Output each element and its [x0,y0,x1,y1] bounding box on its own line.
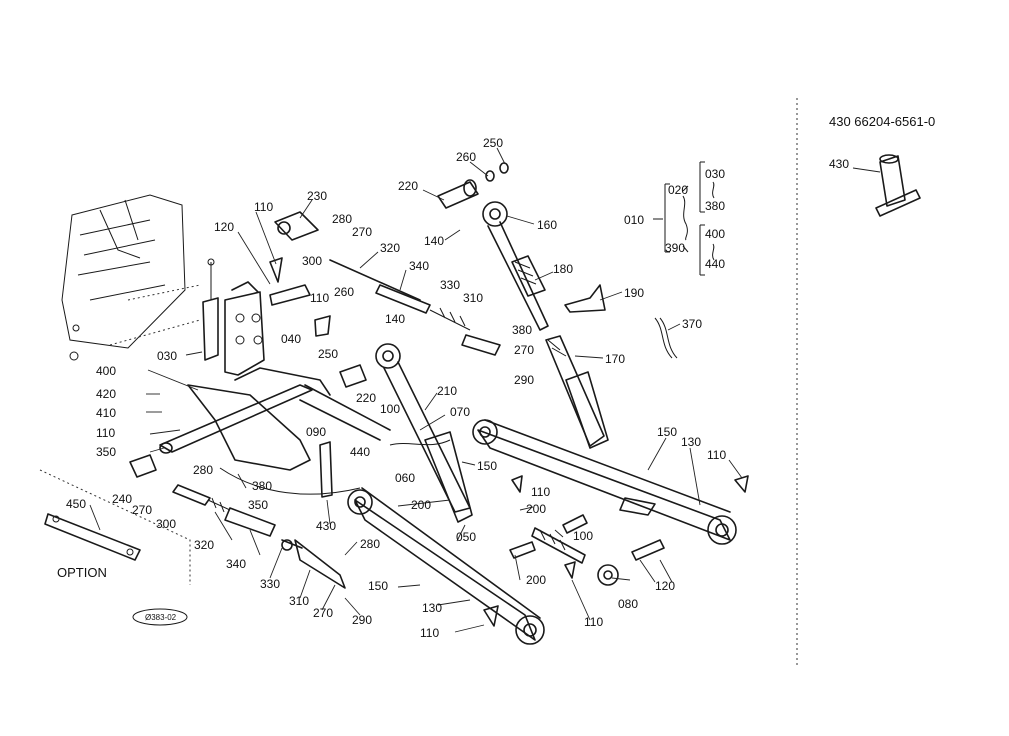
legend-level2-c: 400 [705,227,725,241]
callout: 340 [409,259,429,273]
callout: 120 [214,220,234,234]
callout: 130 [681,435,701,449]
callout: 110 [584,615,603,629]
callout: 150 [657,425,677,439]
callout: 290 [514,373,534,387]
callout: 380 [512,323,532,337]
callout: 150 [477,459,497,473]
callout: 230 [307,189,327,203]
legend-level2-a: 030 [705,167,725,181]
callout: 320 [194,538,214,552]
callout: 090 [306,425,326,439]
callout: 030 [157,349,177,363]
hitch-frame [129,367,391,478]
reference-part-430 [852,154,921,217]
callout: 100 [380,402,400,416]
callout: 200 [526,573,546,587]
legend-level2-b: 380 [705,199,725,213]
legend-level2-d: 440 [705,257,725,271]
option-label: OPTION [57,565,107,580]
callout: 350 [248,498,268,512]
lower-link-left [347,487,545,645]
reference-part-label: 430 [829,157,849,171]
callout: 200 [526,502,546,516]
callout: 110 [96,426,115,440]
callout: 220 [398,179,418,193]
callout: 380 [252,479,272,493]
callout: 050 [456,530,476,544]
callout: 130 [422,601,442,615]
callout: 260 [334,285,354,299]
callout: 270 [313,606,333,620]
callout: 300 [156,517,176,531]
legend-level1-b: 390 [665,241,685,255]
callout: 150 [368,579,388,593]
callout: 110 [420,626,439,640]
callout: 270 [514,343,534,357]
callout: 270 [132,503,152,517]
callout: 110 [310,291,329,305]
callout: 330 [440,278,460,292]
callout: 200 [411,498,431,512]
callout: 310 [289,594,309,608]
callout: 280 [360,537,380,551]
callout: 140 [385,312,405,326]
callout: 140 [424,234,444,248]
callout: 190 [624,286,644,300]
callout: 080 [618,597,638,611]
callout: 170 [605,352,625,366]
callout: 310 [463,291,483,305]
callout: 250 [318,347,338,361]
callout: 210 [437,384,457,398]
callout: 420 [96,387,116,401]
callout: 180 [553,262,573,276]
callout: 350 [96,445,116,459]
lower-link-right [472,419,737,545]
callout: 040 [281,332,301,346]
callout: 400 [96,364,116,378]
callout: 450 [66,497,86,511]
small-parts [269,257,749,627]
callout: 270 [352,225,372,239]
leader-lines [89,147,743,633]
callout: 410 [96,406,116,420]
callout: 440 [350,445,370,459]
lift-rod-left [339,343,473,523]
callout: 280 [193,463,213,477]
legend-tree [653,161,715,276]
mount-bracket [202,258,311,376]
callout: 060 [395,471,415,485]
callout: 300 [302,254,322,268]
callout: 110 [254,200,273,214]
top-link [274,211,501,356]
stamp-oval [132,608,188,626]
callout: 160 [537,218,557,232]
callout: 120 [655,579,675,593]
stamp-text: Ø383-02 [145,613,177,622]
legend-level1-a: 020 [668,183,688,197]
callout: 320 [380,241,400,255]
stabilizer [172,467,361,589]
callout: 340 [226,557,246,571]
callout: 290 [352,613,372,627]
reference-header: 430 66204-6561-0 [829,114,935,129]
callout: 070 [450,405,470,419]
option-drawbar [39,469,191,626]
tractor-body [61,194,201,361]
callout: 370 [682,317,702,331]
callout: 250 [483,136,503,150]
callout: 110 [531,485,550,499]
callout: 430 [316,519,336,533]
callout: 110 [707,448,726,462]
legend-root: 010 [624,213,644,227]
callout: 100 [573,529,593,543]
lift-rod-right [437,162,609,449]
callout: 260 [456,150,476,164]
callout: 240 [112,492,132,506]
callout: 280 [332,212,352,226]
callout: 220 [356,391,376,405]
callout: 330 [260,577,280,591]
callout-labels: 250 260 220 160 140 230 280 270 110 120 … [66,136,726,640]
